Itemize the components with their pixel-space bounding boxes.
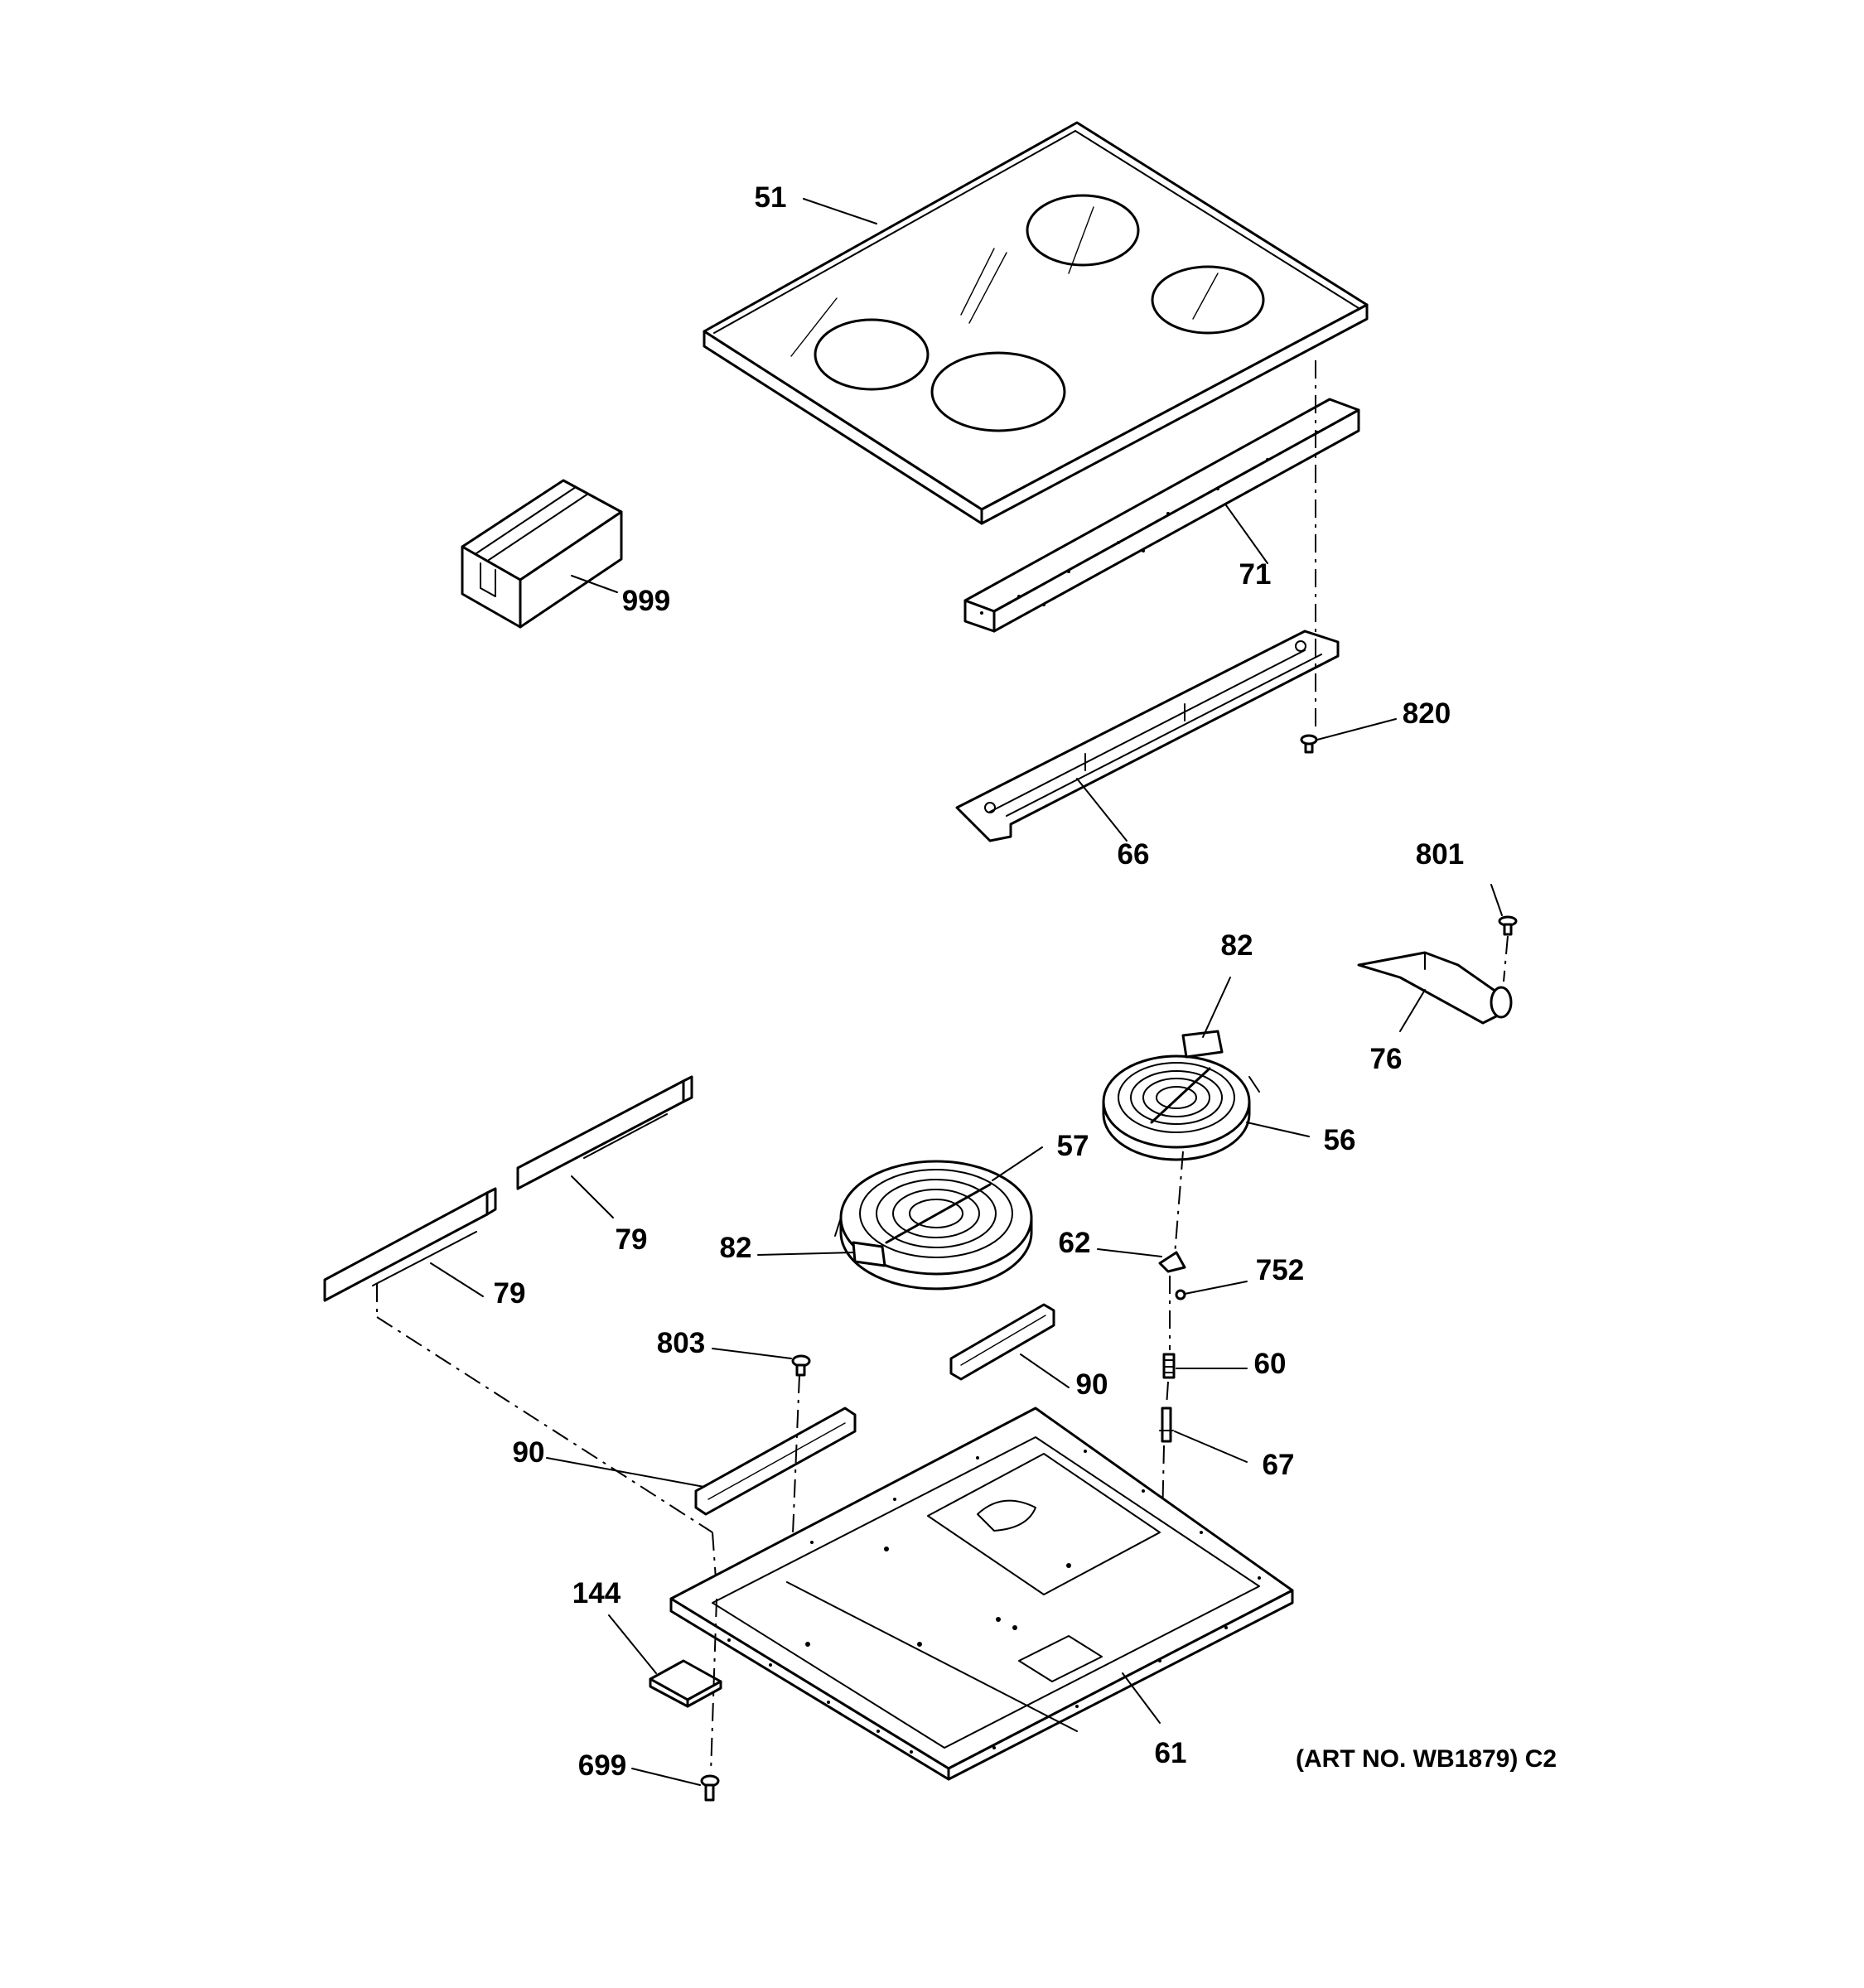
part-801-screw [1498, 915, 1518, 982]
part-60-spring [1162, 1353, 1176, 1379]
part-51-glass-cooktop [703, 121, 1369, 525]
leader-lines [430, 198, 1503, 1786]
callout-56: 56 [1324, 1124, 1356, 1156]
part-79-bracket-lower [323, 1187, 497, 1302]
callout-90-upper: 90 [1076, 1368, 1108, 1401]
part-67-pin [1159, 1407, 1174, 1443]
part-62-clip [1158, 1251, 1186, 1273]
part-144-bracket [649, 1659, 722, 1708]
callout-90-lower: 90 [513, 1436, 545, 1469]
callout-57: 57 [1057, 1130, 1089, 1162]
callout-66: 66 [1118, 838, 1150, 871]
part-57-radiant-element-large [834, 1160, 1033, 1291]
callout-999: 999 [622, 585, 670, 617]
part-61-burner-box-tray [669, 1407, 1294, 1781]
callout-60: 60 [1254, 1348, 1287, 1380]
part-999-box [461, 479, 623, 629]
callout-82-upper: 82 [1221, 929, 1253, 962]
part-66-bracket [955, 630, 1340, 842]
callout-699: 699 [578, 1749, 626, 1782]
part-56-radiant-element-small [1102, 1030, 1260, 1161]
callout-67: 67 [1263, 1449, 1295, 1481]
callout-803: 803 [657, 1327, 705, 1359]
part-90-bracket-upper [949, 1303, 1055, 1381]
art-number: (ART NO. WB1879) C2 [1296, 1745, 1557, 1773]
callout-820: 820 [1403, 697, 1451, 730]
callout-62: 62 [1059, 1227, 1091, 1259]
part-752-washer [1175, 1289, 1186, 1300]
callout-79-upper: 79 [616, 1223, 648, 1256]
callout-71: 71 [1239, 558, 1272, 591]
callout-61: 61 [1155, 1737, 1187, 1769]
callout-144: 144 [572, 1577, 621, 1609]
callout-79-lower: 79 [494, 1277, 526, 1310]
part-90-bracket-lower [694, 1407, 857, 1516]
callout-51: 51 [755, 181, 787, 214]
callout-82-lower: 82 [720, 1232, 752, 1264]
part-699-screw [700, 1598, 720, 1802]
part-71-insulation-strip [963, 398, 1360, 633]
callout-801: 801 [1416, 838, 1464, 871]
part-820-screw [1300, 360, 1318, 754]
callout-labels: 51 71 999 820 66 801 82 76 56 57 79 79 8… [494, 181, 1465, 1782]
part-76-duct [1357, 951, 1513, 1025]
part-79-bracket-upper [516, 1075, 693, 1190]
callout-76: 76 [1370, 1043, 1403, 1075]
callout-752: 752 [1256, 1254, 1304, 1286]
